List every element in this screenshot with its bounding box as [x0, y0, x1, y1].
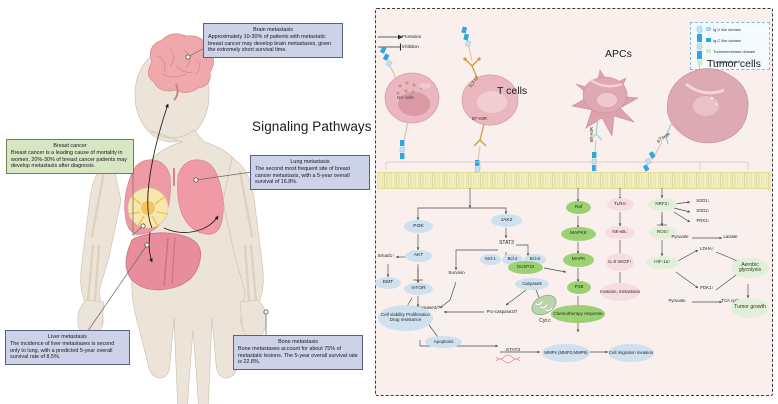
node-pyruvate-top: Pyruvate — [671, 234, 689, 240]
apc-receptor — [589, 117, 603, 171]
node-stat3-nucleus: STAT3 — [505, 347, 521, 353]
receptor-label-b7h3r-tcell: B7-H3R — [472, 116, 487, 121]
callout-bone-heading: Bone metastasis — [278, 339, 318, 345]
callout-breast-heading: Breast cancer — [53, 143, 87, 149]
apc-cell — [571, 69, 639, 137]
receptor-label-b7h3r-apc: B7-H3R — [589, 127, 594, 142]
tumor-receptor — [642, 121, 673, 172]
node-mapkk: MAPKK — [561, 227, 596, 241]
node-apoptosis: Apoptosis — [425, 336, 462, 348]
legend-transmembrane-label: Transmembrane domain — [713, 49, 756, 54]
node-raf: Raf — [566, 201, 591, 214]
callout-brain-heading: Brain metastasis — [253, 27, 293, 33]
liver-organ — [125, 232, 202, 291]
body-illustration — [77, 33, 269, 404]
node-tlr4: TLR4↑ — [607, 198, 634, 211]
node-pdk1: PDK1↑ — [700, 285, 714, 291]
cell-label-nk-cells: NK cells — [397, 95, 414, 100]
node-bcl2: Bcl-2 — [502, 254, 523, 265]
node-mtor: mTOR — [404, 283, 433, 295]
node-p38: P38 — [567, 281, 591, 294]
node-stat3: STAT3 — [499, 240, 514, 247]
node-pro-caspase37: Pro-caspase3/7 — [486, 308, 518, 314]
node-mcl1: Mcl-1 — [480, 254, 501, 265]
node-invasion-metastasis: Invasion, metastasis — [600, 283, 640, 301]
callout-lung-heading: Lung metastasis — [290, 159, 330, 165]
node-tumor-growth: Tumor growth — [731, 298, 769, 318]
callout-brain-metastasis: Brain metastasis Approximately 10-30% of… — [203, 23, 343, 58]
node-ros: ROS↑ — [649, 226, 677, 239]
legend-igc-label: Ig-C like domain — [713, 38, 742, 43]
callout-liver-body: The incidence of liver metastases is sec… — [10, 341, 115, 361]
node-il8-vegf: IL-8 VEGF↑ — [606, 253, 634, 271]
node-cell-migration-invasion: Cell migration invasion — [608, 344, 654, 362]
node-caspase37: Caspase3/7 — [415, 304, 441, 310]
nk-cell — [384, 72, 440, 124]
node-pi3k: PI3K — [404, 220, 433, 233]
t-cell-receptor-b7h3r — [473, 123, 487, 173]
protein-domain-legend: Ig-V like domain Ig-C like domain Transm… — [690, 22, 770, 70]
node-aerobic-glycolysis: Aerobic glycolysis — [731, 258, 769, 278]
tumor-cell — [666, 68, 749, 144]
node-pyruvate-bottom: Pyruvate — [668, 298, 686, 304]
legend-swatch-transmembrane — [706, 49, 711, 54]
cell-label-tumor-cells: Tumor cells — [707, 58, 761, 70]
node-emt: EMT — [375, 277, 401, 289]
t-cell-receptor-tlt2 — [461, 26, 481, 81]
node-mapk: MAPK — [563, 253, 594, 267]
node-tca-cycle: TCA cycle — [721, 298, 741, 304]
node-survivin: Survivin — [448, 269, 465, 275]
dna-icon — [495, 354, 521, 364]
node-mmps: MMPs (MMP2,MMP9) — [542, 344, 590, 362]
callout-bone-body: Bone metastases account for about 75% of… — [238, 346, 358, 366]
cell-label-apcs: APCs — [605, 48, 632, 60]
legend-swatch-igv — [706, 27, 711, 32]
node-nfkb: NK-κB↓ — [605, 226, 635, 239]
legend-swatch-cytoplasmic — [706, 60, 711, 62]
t-cell — [461, 74, 519, 126]
callout-brain-body: Approximately 10-30% of patients with me… — [208, 34, 332, 54]
brain-organ — [148, 33, 214, 101]
callout-lung-body: The second most frequent site of breast … — [255, 166, 350, 186]
cell-label-t-cells: T cells — [497, 85, 528, 97]
node-sod1: SOD1↓ — [696, 198, 710, 204]
callout-breast-body: Breast cancer is a leading cause of mort… — [11, 150, 127, 170]
callout-liver-heading: Liver metastasis — [48, 334, 87, 340]
legend-igv-label: Ig-V like domain — [713, 27, 741, 32]
mitochondrion-icon — [531, 294, 557, 316]
legend-cytoplasmic-label: Cytoplasmic tail — [713, 59, 741, 64]
node-cyt-c: Cyt.c — [539, 318, 551, 325]
page-title: Signaling Pathways — [252, 119, 372, 134]
nk-receptor-lower — [399, 121, 409, 159]
node-hif1a: HIF-1α↑ — [646, 256, 679, 269]
metastasis-overview-panel: Brain metastasis Approximately 10-30% of… — [0, 0, 372, 404]
callout-lung-metastasis: Lung metastasis The second most frequent… — [250, 155, 370, 190]
node-dusp10: DUSP10 — [508, 261, 543, 274]
node-smad1: Smad1↑ — [377, 252, 395, 258]
node-bclxl: Bcl-xl — [524, 254, 546, 265]
arrow-legend: Promotion Inhibition — [378, 32, 444, 54]
nk-receptor — [379, 46, 397, 79]
node-sod2: SOD2↓ — [696, 208, 710, 214]
node-cell-viability: Cell viability Proliferation Drug resist… — [378, 305, 433, 331]
node-ldha: LDHA↑ — [700, 246, 714, 252]
legend-inhibition-label: Inhibition — [402, 44, 419, 49]
callout-breast-cancer: Breast cancer Breast cancer is a leading… — [6, 139, 134, 174]
legend-swatch-igc — [706, 38, 711, 43]
legend-promotion-label: Promotion — [402, 34, 422, 39]
node-prx3: PRX3↓ — [696, 218, 710, 224]
node-akt: AKT — [405, 250, 432, 262]
node-chemotherapy-response: Chemotherapy response — [551, 305, 605, 323]
node-nrf2: NRF2↓ — [648, 198, 677, 211]
callout-liver-metastasis: Liver metastasis The incidence of liver … — [5, 330, 130, 365]
node-jak2: JAK2 — [491, 214, 522, 227]
node-lactate: Lactate — [723, 234, 738, 240]
callout-bone-metastasis: Bone metastasis Bone metastases account … — [233, 335, 363, 370]
cell-membrane-bilayer — [377, 172, 771, 189]
node-caspase8: Caspase8 — [515, 278, 549, 290]
